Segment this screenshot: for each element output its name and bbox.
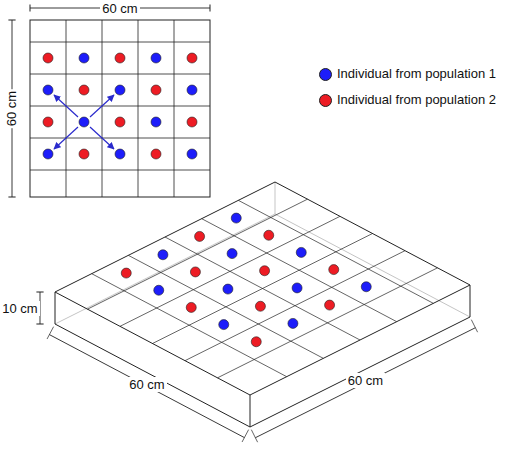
individual-dot [223,284,233,294]
dimension-label: 60 cm [346,373,385,388]
individual-dot [264,230,274,240]
legend-text: Individual from population 2 [337,92,496,107]
grid-line [218,268,438,378]
individual-dot [231,213,241,223]
individual-dot [151,149,161,159]
grid-line [30,138,210,139]
individual-dot [227,249,237,259]
grid-line [202,219,397,322]
grid-line [66,20,67,197]
individual-dot [121,268,131,278]
individual-dot [151,85,161,95]
top-view-outline [30,20,210,197]
box-edge [55,292,56,324]
dimension-line [255,328,475,438]
extension-line [242,430,249,442]
dimension-line [49,335,244,438]
grid-line [102,20,103,197]
individual-dot [115,149,125,159]
dispersal-arrow [54,95,78,117]
individual-dot [151,117,161,127]
individual-dot [115,85,125,95]
individual-dot [43,53,53,63]
dimension-label: 60 cm [100,1,139,16]
box-top-face [55,182,470,395]
individual-dot [79,53,89,63]
box-edge [275,182,276,214]
grid-line [174,20,175,197]
extension-line [471,320,477,333]
grid-line [153,234,373,344]
individual-dot [292,283,302,293]
individual-dot [43,85,53,95]
individual-dot [219,320,229,330]
legend-text: Individual from population 1 [337,66,496,81]
individual-dot [325,300,335,310]
individual-dot [187,117,197,127]
grid-line [30,42,210,43]
grid-line [138,20,139,197]
individual-dot [255,301,265,311]
individual-dot [186,302,196,312]
grid-line [30,170,210,171]
dimension-label: 10 cm [0,301,39,316]
individual-dot [151,53,161,63]
grid-line [30,74,210,75]
grid-line [238,200,433,303]
dispersal-arrow [90,95,114,117]
legend-swatch [319,94,332,107]
individual-dot [288,318,298,328]
box-edge [470,285,471,317]
individual-dot [251,337,261,347]
individual-dot [195,231,205,241]
individual-dot [190,267,200,277]
dimension-label: 60 cm [127,377,166,392]
individual-dot [361,282,371,292]
individual-dot [79,117,89,127]
legend-swatch [319,68,332,81]
grid-line [185,251,405,361]
individual-dot [79,149,89,159]
box-edge [55,214,275,324]
individual-dot [187,85,197,95]
individual-dot [260,266,270,276]
box-edge [275,214,470,317]
individual-dot [43,117,53,127]
individual-dot [115,117,125,127]
box-edge [250,395,251,427]
extension-line [47,327,54,339]
dimension-label: 60 cm [5,88,20,127]
box-edge [55,324,250,427]
extension-line [251,430,257,443]
individual-dot [187,149,197,159]
individual-dot [187,53,197,63]
individual-dot [158,250,168,260]
dispersal-arrow [90,127,114,149]
dispersal-arrow [54,127,78,149]
individual-dot [43,149,53,159]
box-edge [250,317,470,427]
individual-dot [296,247,306,257]
individual-dot [329,265,339,275]
individual-dot [115,53,125,63]
individual-dot [79,85,89,95]
individual-dot [154,285,164,295]
grid-line [30,106,210,107]
